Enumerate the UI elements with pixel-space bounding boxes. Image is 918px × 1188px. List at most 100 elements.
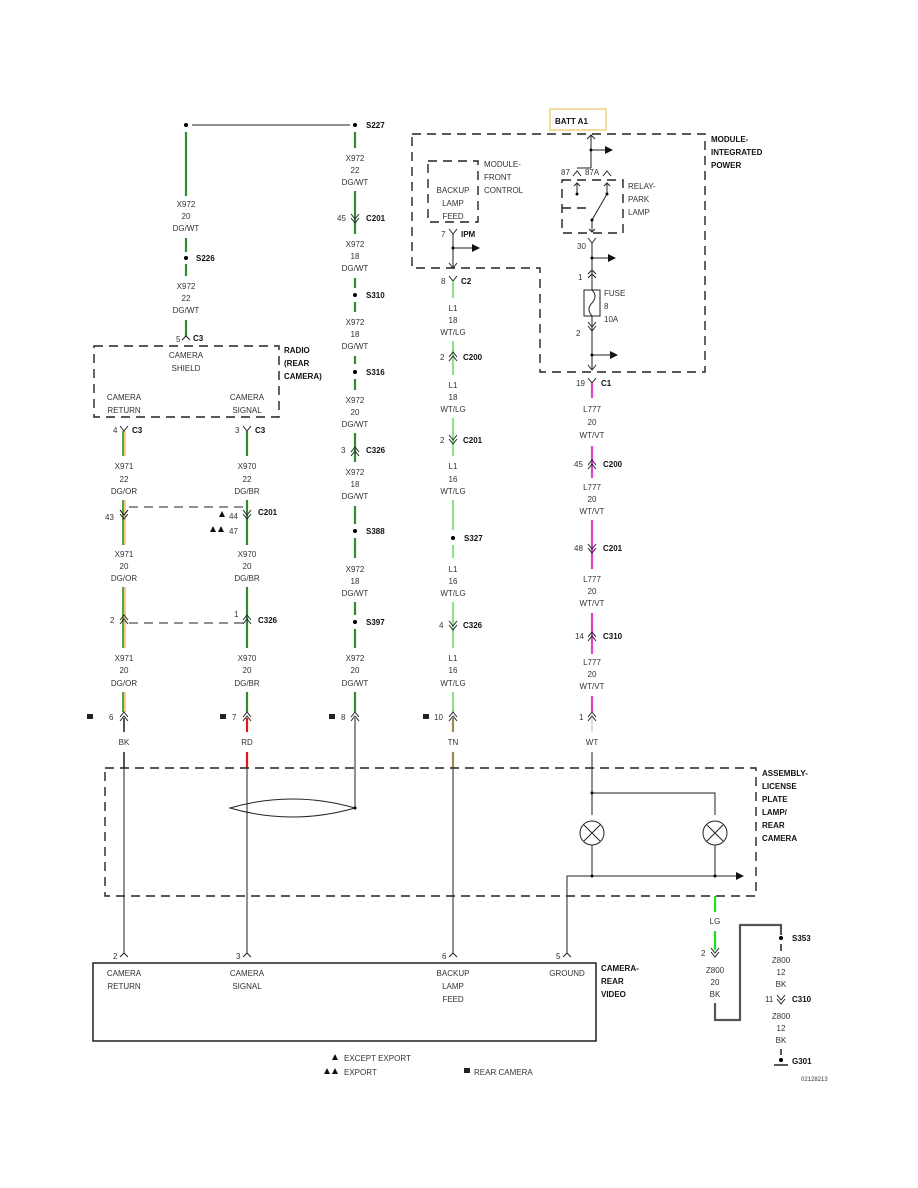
- pin-number: 6: [442, 952, 447, 961]
- camera-label-3: VIDEO: [601, 990, 626, 999]
- wire-color: DG/WT: [342, 420, 369, 429]
- z800-jumper-wire: [713, 923, 783, 1022]
- relay-pivot-wire: [588, 220, 596, 233]
- connector-label: IPM: [461, 230, 476, 239]
- wire-color: WT/VT: [580, 682, 605, 691]
- wire-gauge: 18: [449, 316, 458, 325]
- pin-number: 2: [701, 949, 706, 958]
- connector-c201-43: [119, 509, 129, 520]
- pin-number: 14: [575, 632, 584, 641]
- pin-number: 3: [341, 446, 346, 455]
- relay-pin-87: 87: [561, 168, 570, 177]
- pin-number: 5: [176, 335, 181, 344]
- relay-label-2: PARK: [628, 195, 650, 204]
- splice-dot: [353, 370, 357, 374]
- splice-label: S397: [366, 618, 385, 627]
- l777-circuit: 19 C1 L777 20 WT/VT 45 C200 L777 20 WT/V…: [574, 377, 623, 815]
- pin-label: FEED: [442, 212, 464, 221]
- wire-id: X972: [346, 565, 365, 574]
- pin-number: 11: [765, 995, 774, 1004]
- arrow-right-icon: [608, 254, 616, 262]
- wire-color: DG/WT: [342, 589, 369, 598]
- connector-c201-2: [448, 434, 458, 445]
- wire-segment: [122, 692, 126, 712]
- fuse-pin-1-glyph: [587, 269, 597, 279]
- wire-color: DG/BR: [234, 679, 260, 688]
- batt-a1-box: [549, 108, 607, 131]
- wire-color: LG: [710, 917, 721, 926]
- pin-number: 7: [441, 230, 446, 239]
- pin-label: CAMERA: [107, 393, 142, 402]
- pin-label: CAMERA: [230, 969, 265, 978]
- pin-number: 10: [434, 713, 443, 722]
- wire-color: TN: [448, 738, 459, 747]
- connector-label: C1: [601, 379, 612, 388]
- pin-label: CAMERA: [169, 351, 204, 360]
- ground-dot: [779, 1058, 783, 1062]
- export-triangle-icon: [324, 1068, 338, 1074]
- wire-id: X971: [115, 550, 134, 559]
- wire-gauge: 20: [588, 670, 597, 679]
- pin-87a-glyph: [602, 170, 612, 177]
- wire-color: WT: [586, 738, 599, 747]
- wire-color: WT/VT: [580, 507, 605, 516]
- lamp-right-cross: [706, 824, 724, 842]
- wire-color: BK: [776, 1036, 787, 1045]
- wire-gauge: 16: [449, 577, 458, 586]
- pin-label: SHIELD: [172, 364, 201, 373]
- wire-gauge: 12: [777, 1024, 786, 1033]
- pin-number: 43: [105, 513, 114, 522]
- connector-label: C3: [132, 426, 143, 435]
- wire-id: X972: [346, 654, 365, 663]
- ipm-exit-glyph: [587, 364, 597, 371]
- legend: EXCEPT EXPORT EXPORT REAR CAMERA: [324, 1054, 533, 1077]
- wire-color: DG/BR: [234, 487, 260, 496]
- front-control-label-3: CONTROL: [484, 186, 524, 195]
- wire-color: WT/VT: [580, 431, 605, 440]
- pin-label: CAMERA: [230, 393, 265, 402]
- legend-rear-camera: REAR CAMERA: [474, 1068, 533, 1077]
- pin-label: FEED: [442, 995, 464, 1004]
- wire-id: X970: [238, 550, 257, 559]
- connector-label: C326: [258, 616, 278, 625]
- pin-number: 8: [441, 277, 446, 286]
- splice-dot: [713, 874, 717, 878]
- pin-number: 45: [337, 214, 346, 223]
- wire-gauge: 20: [351, 666, 360, 675]
- wire-color: DG/WT: [342, 492, 369, 501]
- x971-circuit: 4 C3 X971 22 DG/OR 43 X971 20 DG/OR 2 X9…: [87, 425, 143, 953]
- splice-label: S316: [366, 368, 385, 377]
- pin-label: GROUND: [549, 969, 585, 978]
- pin-number: 5: [556, 952, 561, 961]
- connector-inline-8: [350, 711, 360, 722]
- radio-label-1: RADIO: [284, 346, 310, 355]
- pin-number: 2: [110, 616, 115, 625]
- splice-label: S388: [366, 527, 385, 536]
- connector-c310-11: [776, 994, 786, 1005]
- wire-id: X972: [346, 240, 365, 249]
- wire-id: L1: [449, 462, 458, 471]
- camera-box-outline: [92, 962, 597, 1042]
- wire-gauge: 20: [120, 562, 129, 571]
- connector-inline-10: [448, 711, 458, 722]
- wire-color: DG/WT: [173, 224, 200, 233]
- pin-number: 7: [232, 713, 237, 722]
- wire-color: DG/WT: [173, 306, 200, 315]
- wire-segment: [122, 587, 126, 648]
- l1-circuit: 8 C2 L1 18 WT/LG 2 C200 L1 18 WT/LG 2 C2…: [423, 275, 483, 953]
- front-control-label-2: FRONT: [484, 173, 512, 182]
- connector-c326-2: [119, 614, 129, 625]
- connector-label: C310: [603, 632, 623, 641]
- wire-id: L1: [449, 565, 458, 574]
- connector-label: C200: [463, 353, 483, 362]
- cable-shield-symbol: [228, 798, 357, 818]
- pin-label: CAMERA: [107, 969, 142, 978]
- pin-number: 4: [113, 426, 118, 435]
- wire-id: X972: [177, 200, 196, 209]
- pin-label: LAMP: [442, 199, 464, 208]
- ipm-exit-glyph: [448, 262, 458, 269]
- wire-gauge: 18: [351, 330, 360, 339]
- wire-color: DG/WT: [342, 342, 369, 351]
- wire-id: X972: [346, 396, 365, 405]
